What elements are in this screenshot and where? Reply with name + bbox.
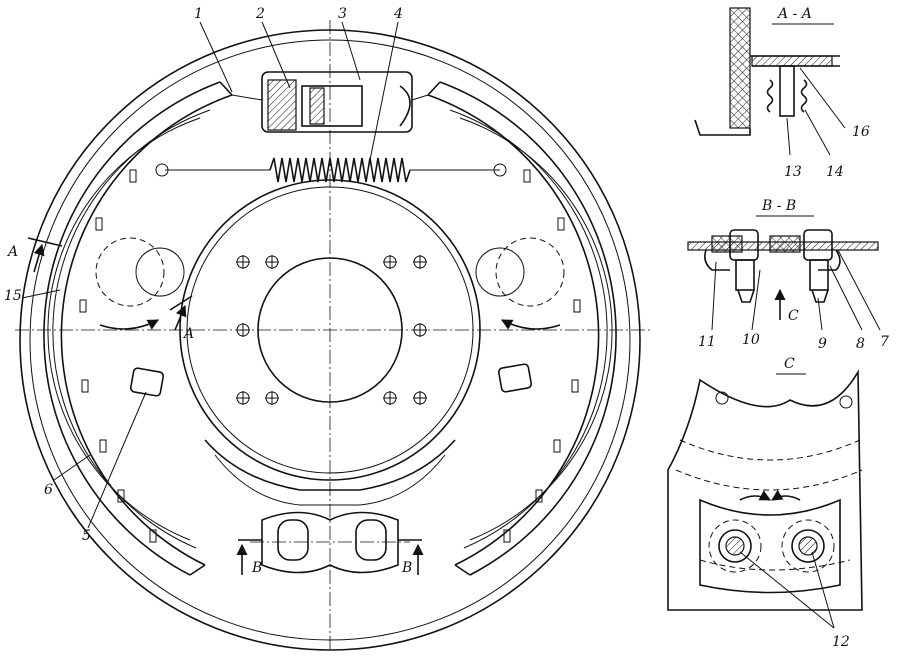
callout-13: 13 bbox=[784, 164, 802, 180]
callout-12: 12 bbox=[832, 634, 850, 650]
left-hold-down-area bbox=[95, 237, 165, 307]
hub-bolt-holes bbox=[236, 255, 427, 405]
hub-flange bbox=[179, 179, 481, 481]
aa-brake-lining bbox=[729, 7, 751, 129]
aa-pin bbox=[779, 65, 795, 117]
c-shoe-web bbox=[667, 369, 863, 611]
wheel-cylinder bbox=[231, 71, 429, 133]
section-bb-title: B - B bbox=[761, 198, 796, 214]
c-eccentric-bolt-left bbox=[708, 519, 762, 573]
right-brake-shoe bbox=[427, 81, 617, 576]
left-brake-shoe bbox=[43, 81, 233, 576]
left-adjuster-cam bbox=[129, 367, 165, 397]
hub-center-bore bbox=[257, 257, 403, 403]
callout-1: 1 bbox=[194, 6, 203, 22]
right-hold-down-area bbox=[495, 237, 565, 307]
callout-4: 4 bbox=[393, 6, 403, 22]
callout-15: 15 bbox=[4, 288, 22, 304]
section-bb-view: B - B C 11 10 9 8 7 bbox=[687, 198, 889, 352]
view-c: C 12 bbox=[667, 356, 863, 650]
callout-10: 10 bbox=[742, 332, 760, 348]
c-eccentric-bolt-right bbox=[781, 519, 835, 573]
callout-3: 3 bbox=[338, 6, 347, 22]
return-spring bbox=[155, 157, 507, 183]
section-mark-b-left: B bbox=[251, 560, 262, 576]
anchor-bracket bbox=[250, 511, 410, 574]
callout-11: 11 bbox=[698, 334, 716, 350]
section-c-title: C bbox=[784, 356, 795, 372]
main-view bbox=[15, 20, 650, 651]
section-mark-b-right: B bbox=[401, 560, 412, 576]
callout-9: 9 bbox=[818, 336, 827, 352]
section-mark-c: C bbox=[788, 308, 799, 324]
section-mark-a-left: A bbox=[6, 244, 18, 260]
section-aa-view: A - A 16 13 14 bbox=[694, 6, 870, 180]
callout-16: 16 bbox=[852, 124, 870, 140]
callout-7: 7 bbox=[880, 334, 889, 350]
bb-right-bolt bbox=[803, 229, 833, 303]
callout-14: 14 bbox=[826, 164, 844, 180]
hub-flange-inner bbox=[186, 186, 474, 474]
callout-6: 6 bbox=[44, 482, 53, 498]
main-leader-lines bbox=[21, 21, 399, 529]
bb-left-bolt bbox=[729, 229, 759, 303]
aa-spring bbox=[766, 79, 774, 113]
lower-anchor-support bbox=[204, 439, 456, 491]
section-mark-a-inner: A bbox=[182, 326, 194, 342]
callout-2: 2 bbox=[255, 6, 265, 22]
right-adjuster-cam bbox=[497, 363, 533, 393]
callout-8: 8 bbox=[856, 336, 865, 352]
callout-5: 5 bbox=[82, 528, 91, 544]
section-aa-title: A - A bbox=[776, 6, 812, 22]
